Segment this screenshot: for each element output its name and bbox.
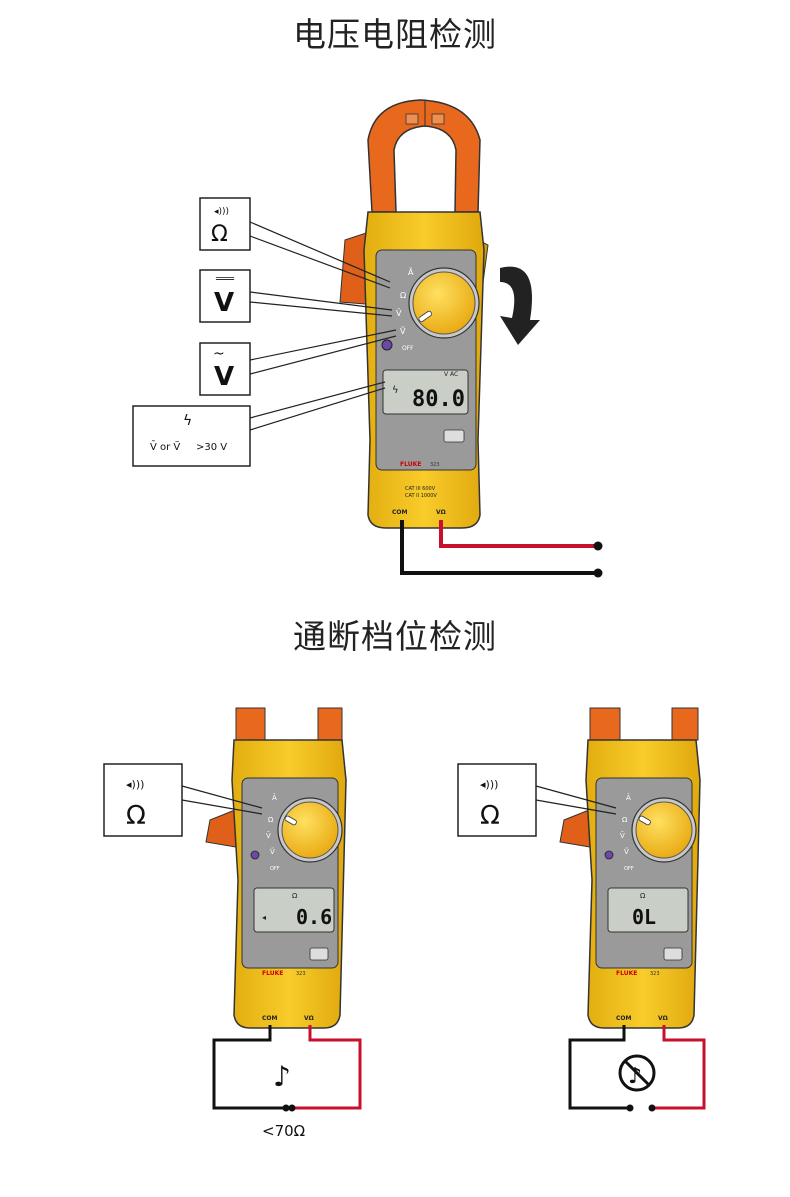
- svg-text:V: V: [214, 288, 234, 318]
- svg-text:Ã: Ã: [408, 267, 414, 277]
- svg-text:ϟ: ϟ: [392, 385, 399, 396]
- svg-text:V̄: V̄: [396, 308, 402, 318]
- black-probe-wire: [400, 520, 597, 575]
- lcd-reading-right: 0L: [632, 905, 656, 929]
- rotate-arrow-icon: [500, 266, 540, 345]
- svg-text:VΩ: VΩ: [658, 1015, 668, 1022]
- lcd-reading-left: 0.6: [296, 905, 332, 929]
- svg-text:COM: COM: [262, 1015, 278, 1022]
- rotary-dial-right[interactable]: [631, 797, 697, 863]
- svg-text:~: ~: [213, 346, 225, 362]
- svg-text:◂))): ◂))): [480, 778, 498, 791]
- lcd-display: [382, 369, 469, 415]
- svg-text:Ω: Ω: [268, 816, 274, 824]
- svg-text:Ω: Ω: [640, 892, 646, 900]
- svg-text:Ω: Ω: [211, 222, 228, 247]
- rotary-dial-left[interactable]: [277, 797, 343, 863]
- svg-text:◂))): ◂))): [214, 207, 229, 217]
- red-probe-wire: [439, 520, 597, 548]
- svg-text:◂: ◂: [262, 913, 266, 922]
- svg-text:FLUKE: FLUKE: [262, 970, 283, 977]
- callout-ac-volts: ~ V: [199, 329, 397, 396]
- cat-rating-2: CAT II 1000V: [405, 493, 437, 499]
- svg-text:Ṽ: Ṽ: [400, 325, 406, 336]
- svg-text:VΩ: VΩ: [304, 1015, 314, 1022]
- lcd-reading: 80.0: [412, 387, 465, 412]
- port-v-label: VΩ: [436, 509, 446, 516]
- svg-text:>30 V: >30 V: [196, 442, 227, 453]
- clamp-meter-left: Ã Ω V̄ Ṽ OFF Ω ◂ 0.6 FLUKE 323 COM VΩ ♪ …: [205, 707, 362, 1140]
- svg-text:═══: ═══: [215, 274, 235, 285]
- svg-text:OFF: OFF: [624, 866, 634, 872]
- callout-high-voltage: ϟ V̄ or Ṽ >30 V: [132, 381, 386, 467]
- rotary-dial[interactable]: [408, 267, 480, 339]
- lcd-unit: V AC: [444, 371, 458, 378]
- callout-continuity-left: ◂))) Ω: [103, 763, 263, 837]
- backlight-button[interactable]: [443, 429, 465, 443]
- svg-text:Ṽ: Ṽ: [624, 847, 629, 856]
- black-probe-tip: [593, 568, 603, 578]
- callout-continuity-ohm: ◂))) Ω: [199, 197, 391, 289]
- resistance-threshold-label: <70Ω: [262, 1122, 305, 1140]
- svg-text:OFF: OFF: [270, 866, 280, 872]
- brand-label: FLUKE: [400, 461, 421, 468]
- hold-button[interactable]: [381, 339, 393, 351]
- lcd-display-right: [607, 887, 689, 933]
- svg-text:323: 323: [296, 971, 306, 977]
- callout-continuity-right: ◂))) Ω: [457, 763, 617, 837]
- svg-text:Ω: Ω: [480, 801, 500, 831]
- svg-text:V̄: V̄: [266, 831, 271, 840]
- off-label: OFF: [402, 345, 414, 352]
- svg-text:♪: ♪: [628, 1064, 642, 1089]
- svg-text:COM: COM: [616, 1015, 632, 1022]
- svg-text:Ω: Ω: [126, 801, 146, 831]
- section-title-continuity: 通断档位检测: [293, 617, 497, 656]
- svg-text:ϟ: ϟ: [183, 413, 192, 429]
- clamp-meter-right: Ã Ω V̄ Ṽ OFF Ω 0L FLUKE 323 COM VΩ ♪: [559, 707, 706, 1112]
- section-title-voltage-resistance: 电压电阻检测: [293, 15, 497, 54]
- svg-text:FLUKE: FLUKE: [616, 970, 637, 977]
- svg-text:Ṽ: Ṽ: [270, 847, 275, 856]
- svg-text:V̄: V̄: [620, 831, 625, 840]
- svg-text:V: V: [214, 362, 234, 392]
- muted-note-icon: ♪: [618, 1054, 656, 1092]
- port-com-label: COM: [392, 509, 408, 516]
- svg-text:Ω: Ω: [292, 892, 298, 900]
- svg-text:Ω: Ω: [622, 816, 628, 824]
- lcd-display-left: [253, 887, 335, 933]
- music-note-icon: ♪: [273, 1060, 291, 1093]
- red-probe-tip: [593, 541, 603, 551]
- cat-rating-1: CAT III 600V: [405, 486, 436, 492]
- svg-text:V̄ or Ṽ: V̄ or Ṽ: [150, 440, 180, 453]
- svg-text:323: 323: [650, 971, 660, 977]
- svg-text:Ã: Ã: [626, 793, 631, 802]
- svg-text:Ã: Ã: [272, 793, 277, 802]
- model-label: 323: [430, 462, 440, 468]
- clamp-meter-large: Ã Ω V̄ Ṽ OFF ϟ V AC 80.0 FLUKE 323 CAT I…: [339, 99, 603, 578]
- callout-dc-volts: ═══ V: [199, 269, 393, 323]
- svg-text:Ω: Ω: [400, 291, 406, 300]
- svg-text:◂))): ◂))): [126, 778, 144, 791]
